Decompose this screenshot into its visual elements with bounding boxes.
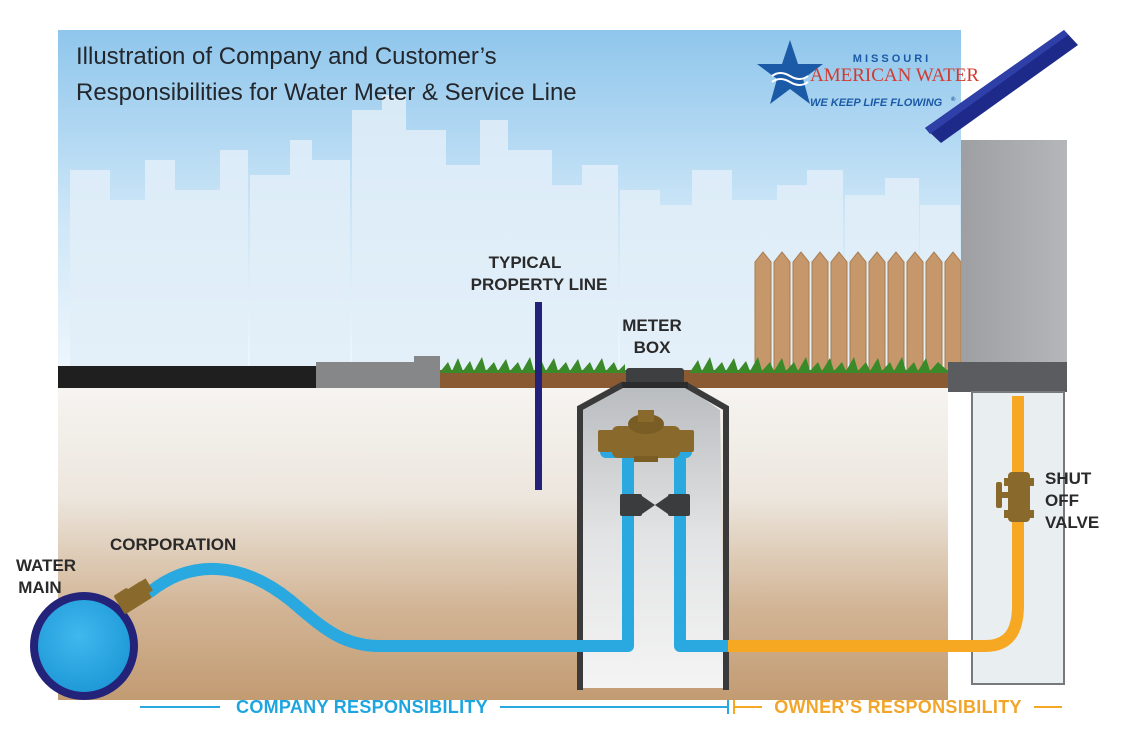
owner-responsibility-bracket xyxy=(733,700,1062,714)
house xyxy=(925,30,1078,685)
grass xyxy=(440,357,948,373)
water-main-label-2: MAIN xyxy=(18,578,61,597)
star-icon xyxy=(757,40,823,104)
wooden-fence xyxy=(754,251,962,373)
page-title-line-1: Illustration of Company and Customer’s xyxy=(76,43,497,70)
corporation-label: CORPORATION xyxy=(110,535,236,554)
street xyxy=(58,366,316,388)
shut-off-valve-label-1: SHUT xyxy=(1045,469,1092,488)
water-main-pipe xyxy=(30,592,138,700)
meter-check-valve xyxy=(620,494,690,516)
logo-tagline: WE KEEP LIFE FLOWING xyxy=(810,97,943,109)
logo-registered-mark: ® xyxy=(951,96,956,103)
owner-service-line xyxy=(728,396,1024,652)
meter-box-label-2: BOX xyxy=(634,338,672,357)
owner-responsibility-label: OWNER’S RESPONSIBILITY xyxy=(774,697,1022,717)
property-line-marker xyxy=(535,302,542,490)
water-meter xyxy=(598,410,694,462)
page-title-line-2: Responsibilities for Water Meter & Servi… xyxy=(76,79,577,106)
company-logo: MISSOURI AMERICAN WATER WE KEEP LIFE FLO… xyxy=(757,40,979,109)
shut-off-valve-icon xyxy=(996,472,1034,522)
curb xyxy=(316,362,440,388)
logo-name: AMERICAN WATER xyxy=(810,65,979,86)
logo-top: MISSOURI xyxy=(853,53,931,65)
company-responsibility-label: COMPANY RESPONSIBILITY xyxy=(236,697,488,717)
property-line-label-2: PROPERTY LINE xyxy=(471,275,608,294)
shut-off-valve-label-3: VALVE xyxy=(1045,513,1099,532)
lawn xyxy=(440,370,948,388)
company-responsibility-bracket xyxy=(140,700,729,714)
meter-box-label-1: METER xyxy=(622,316,682,335)
water-main-label-1: WATER xyxy=(16,556,76,575)
shut-off-valve-label-2: OFF xyxy=(1045,491,1079,510)
meter-box xyxy=(577,368,729,690)
corporation-stop-icon xyxy=(114,578,153,614)
property-line-label-1: TYPICAL xyxy=(489,253,562,272)
